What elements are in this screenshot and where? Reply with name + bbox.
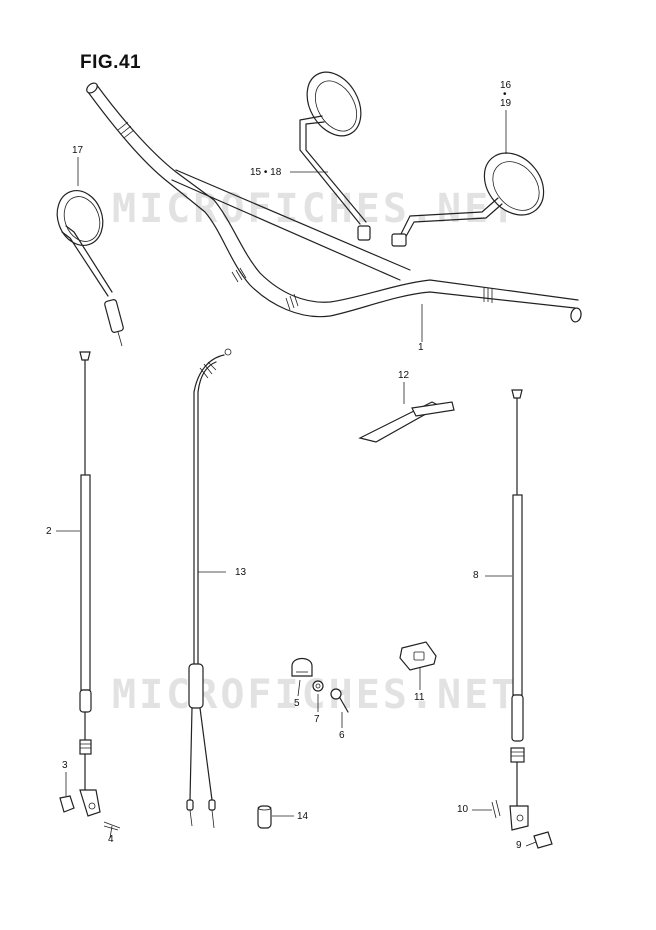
leader-lines	[56, 110, 537, 847]
callout-4: 4	[108, 834, 114, 845]
callout-3: 3	[62, 760, 68, 771]
callout-8: 8	[473, 570, 479, 581]
callout-11: 11	[414, 692, 425, 703]
mirror-left	[56, 190, 124, 347]
callout-7: 7	[314, 714, 320, 725]
cable-left	[59, 351, 121, 831]
callout-19: 19	[500, 98, 512, 109]
callout-13: 13	[235, 567, 247, 578]
callout-14: 14	[297, 811, 309, 822]
watermark-bottom: MICROFICHES.NET	[112, 672, 519, 718]
mirror-center	[299, 71, 371, 241]
callout-16: 16	[500, 80, 512, 91]
watermark-top: MICROFICHES.NET	[112, 186, 519, 232]
cable-center	[186, 348, 232, 829]
callout-2: 2	[46, 526, 52, 537]
callout-6: 6	[339, 730, 345, 741]
callout-5: 5	[294, 698, 300, 709]
small-parts	[257, 401, 455, 829]
mirror-right	[391, 152, 545, 247]
cable-right	[491, 389, 553, 849]
callout-12: 12	[398, 370, 410, 381]
callout-10: 10	[457, 804, 469, 815]
callout-15-18: 15 • 18	[250, 167, 282, 178]
figure-title: FIG.41	[80, 52, 142, 73]
callout-17: 17	[72, 145, 84, 156]
callout-16-dot: •	[503, 89, 507, 100]
callout-1: 1	[418, 342, 424, 353]
callout-9: 9	[516, 840, 522, 851]
handlebar	[86, 82, 582, 323]
